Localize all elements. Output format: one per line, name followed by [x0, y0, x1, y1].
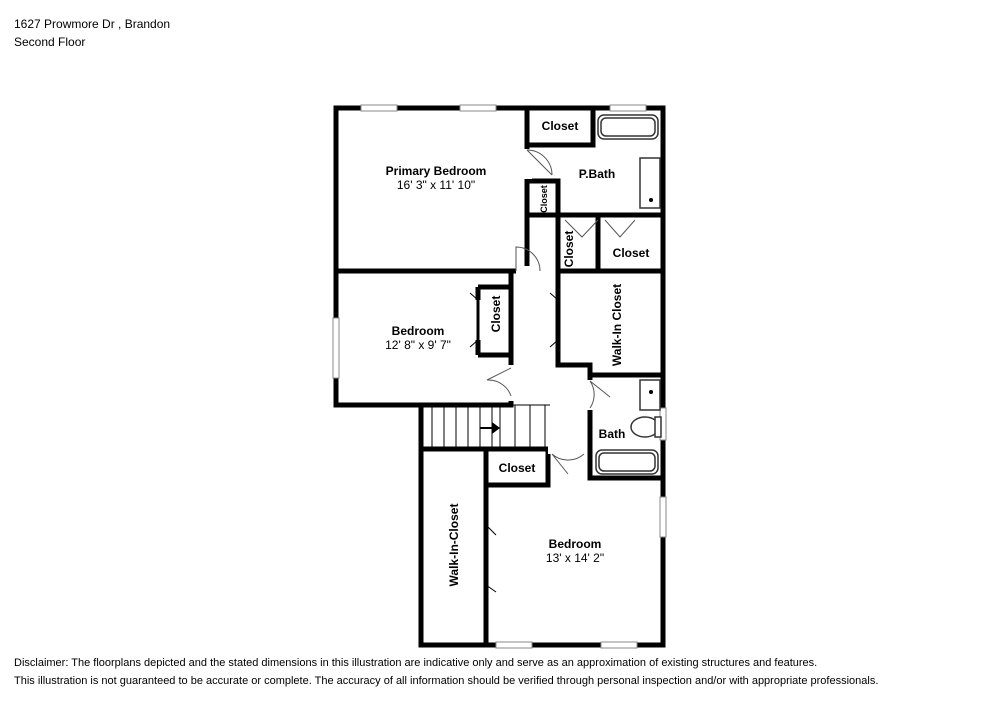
bedroom3-label: Bedroom [549, 537, 602, 551]
primary-bedroom-label: Primary Bedroom [386, 164, 487, 178]
bathtub-pbath-icon [597, 114, 659, 140]
bedroom2-label: Bedroom [392, 324, 445, 338]
disclaimer-line-2: This illustration is not guaranteed to b… [14, 675, 879, 687]
windows [332, 104, 667, 649]
toilet-icon [630, 416, 662, 438]
hall-closet-walls [483, 446, 551, 488]
closet-bedroom2-label: Closet [489, 296, 503, 333]
walkin-right-walls [555, 271, 663, 378]
closet-pbath-small-label: Closet [539, 185, 549, 213]
pbath-label: P.Bath [579, 167, 615, 181]
vanity-pbath-icon [639, 157, 661, 209]
walkin-left-label: Walk-In-Closet [447, 504, 461, 587]
pbath-small-closet-walls [527, 178, 561, 215]
disclaimer-line-1: Disclaimer: The floorplans depicted and … [14, 657, 818, 669]
property-address: 1627 Prowmore Dr , Brandon [14, 17, 171, 31]
walkin-right-label: Walk-In Closet [610, 284, 624, 366]
bathtub-bath-icon [595, 449, 659, 475]
closet-primary-label: Closet [542, 119, 579, 133]
bedroom3-dims: 13' x 14' 2" [546, 551, 604, 565]
sink-bath-icon [639, 379, 661, 411]
floor-label: Second Floor [14, 35, 86, 49]
primary-bedroom-dims: 16' 3" x 11' 10" [397, 178, 475, 192]
closet-hall-label: Closet [499, 461, 536, 475]
doors [469, 149, 636, 593]
bath-label: Bath [599, 427, 626, 441]
bedroom2-dims: 12' 8" x 9' 7" [385, 338, 451, 352]
bedroom2-closet-walls [475, 284, 511, 358]
closet-right-mid-label: Closet [613, 246, 650, 260]
closet-vertical-mid-label: Closet [562, 231, 576, 268]
stair-arrow-icon [480, 422, 500, 434]
